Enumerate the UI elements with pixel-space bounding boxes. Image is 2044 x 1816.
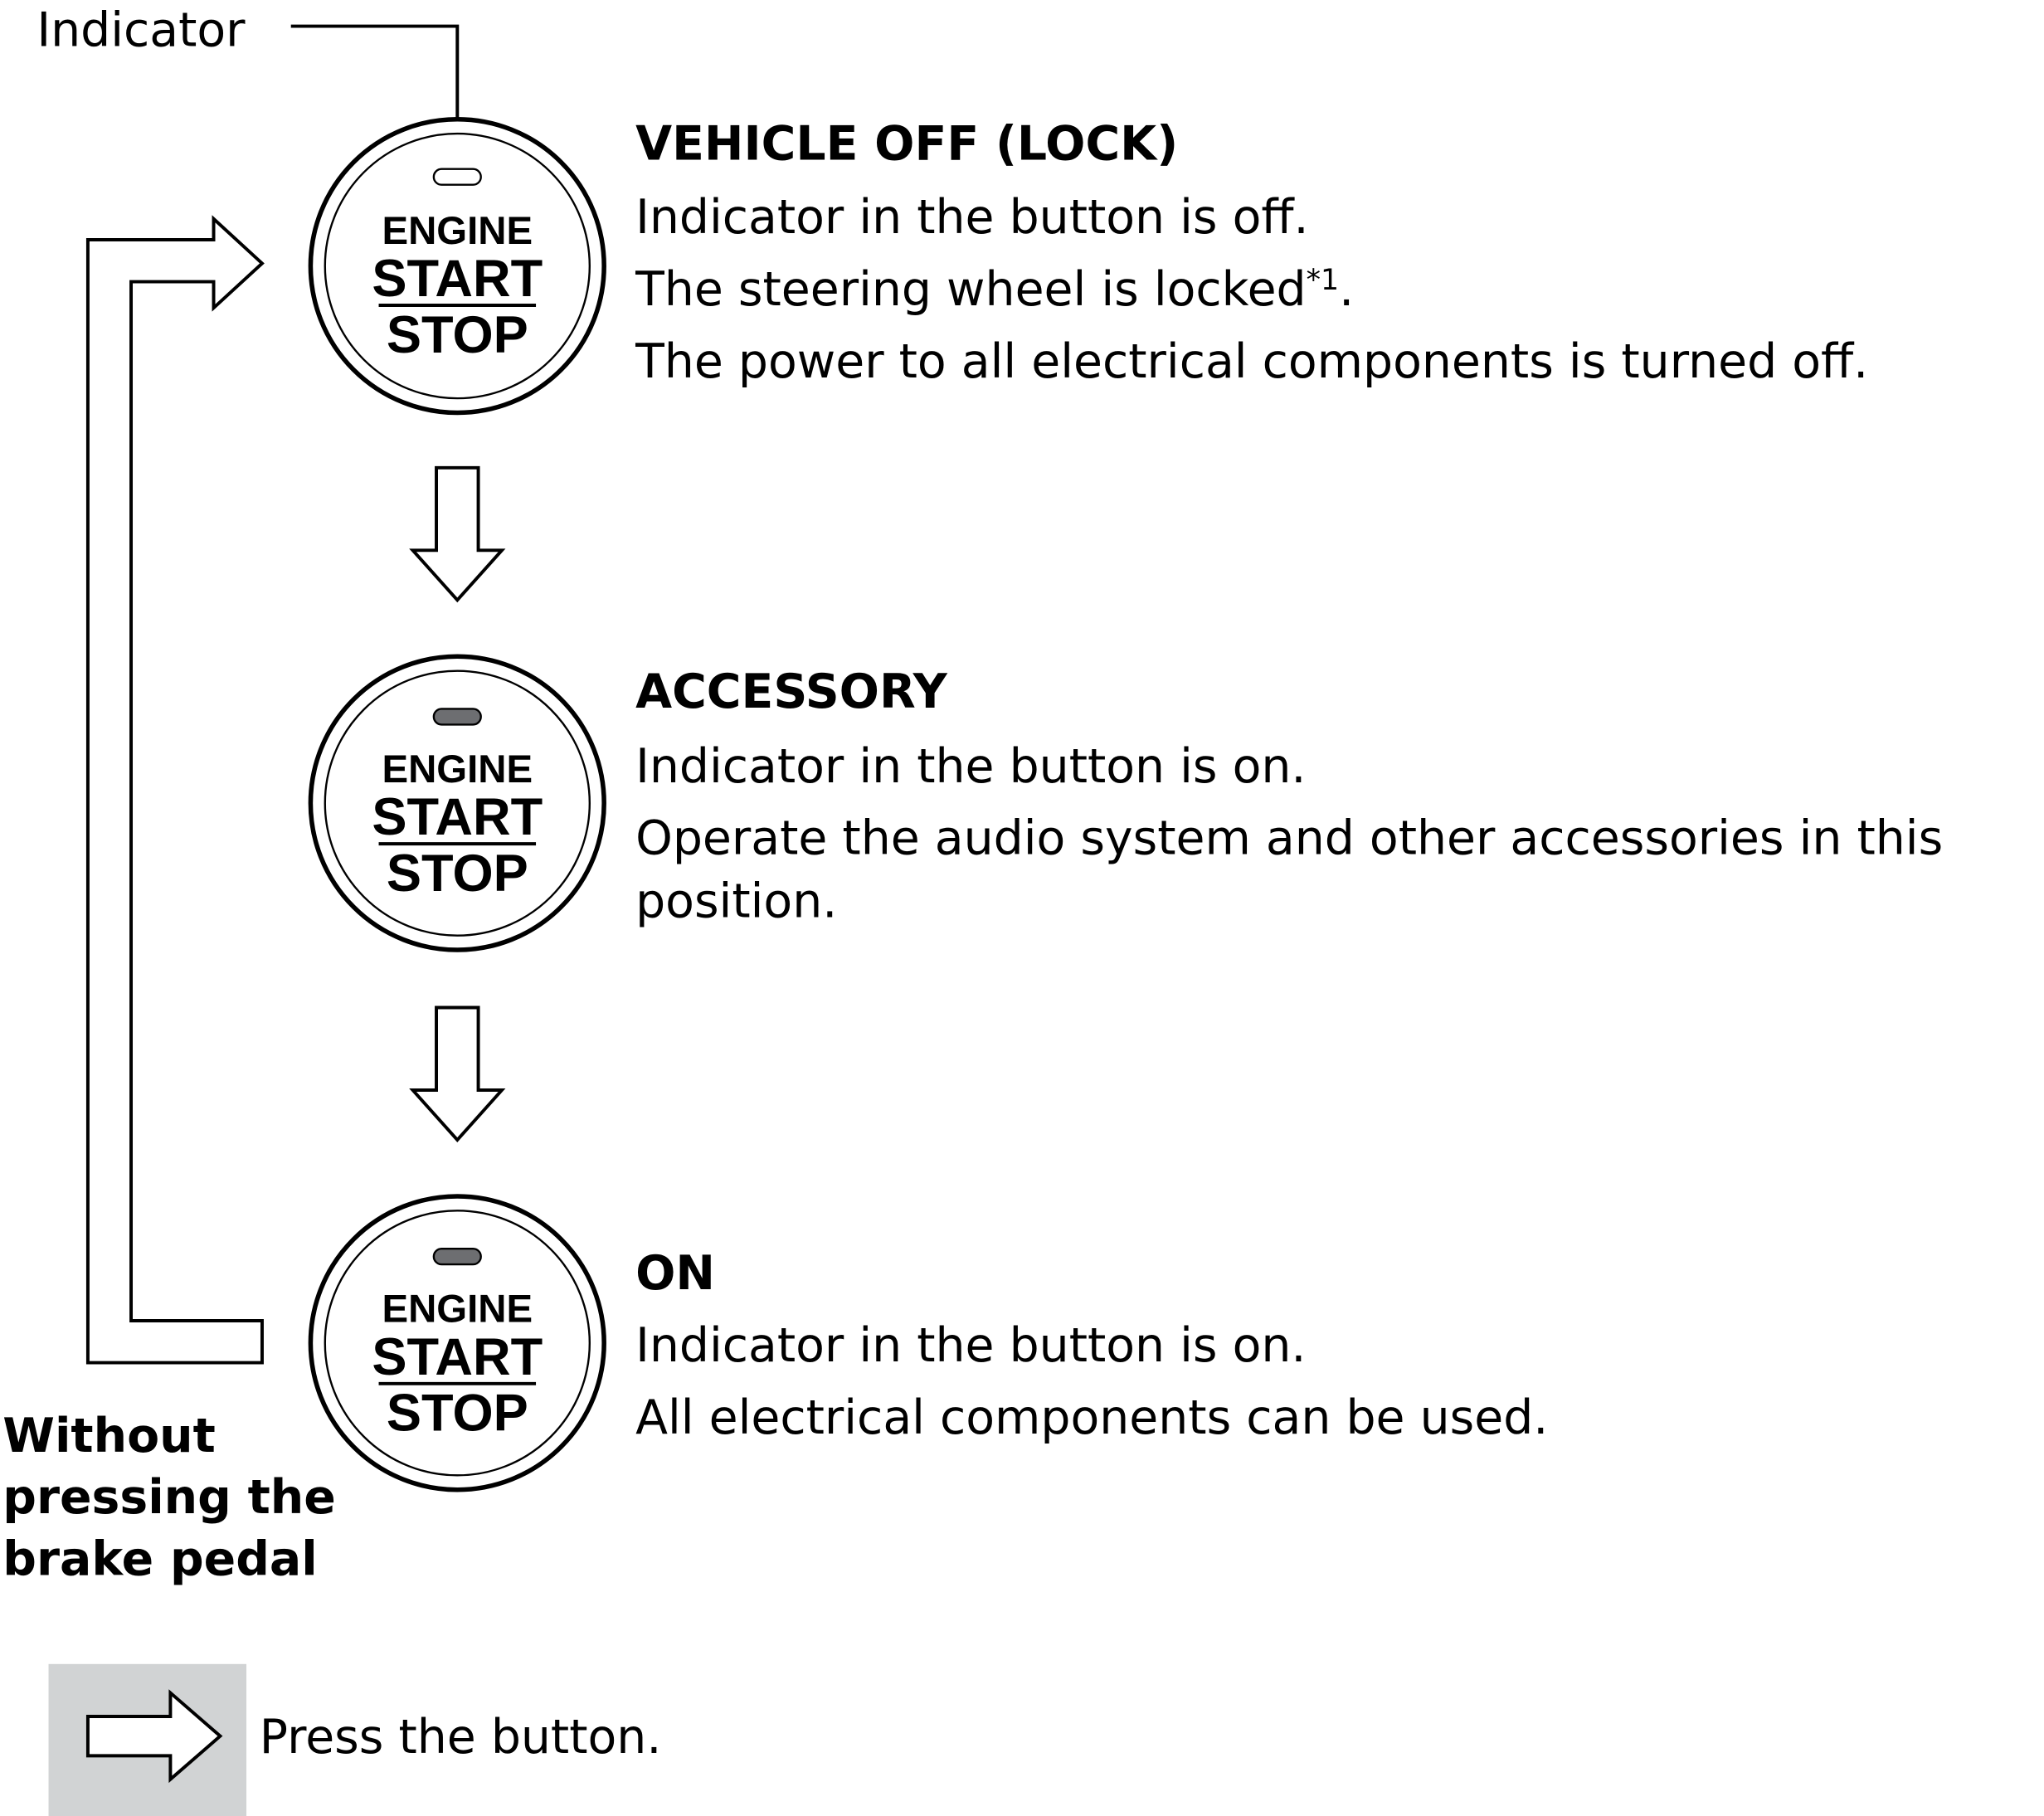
button-engine-text: ENGINE <box>382 747 533 791</box>
state-description-line: The power to all electrical components i… <box>635 334 1868 389</box>
indicator-label: Indicator <box>36 2 246 57</box>
button-stop-text: STOP <box>387 306 528 364</box>
loop-back-arrow-icon <box>85 215 265 1365</box>
engine-start-stop-button-accessory: ENGINE START STOP <box>308 654 606 952</box>
button-engine-text: ENGINE <box>382 1288 533 1332</box>
state-description-line: Indicator in the button is on. <box>635 1318 1306 1373</box>
indicator-light-on <box>432 1247 482 1266</box>
loop-label-line: brake pedal <box>2 1531 317 1586</box>
button-start-text: START <box>372 1328 543 1386</box>
footnote-tail: . <box>1339 262 1354 317</box>
state-description-line: Indicator in the button is off. <box>635 190 1309 245</box>
indicator-leader-line <box>290 24 460 158</box>
loop-label-line: Without <box>2 1409 216 1463</box>
indicator-light-on <box>432 708 482 726</box>
steering-lock-text: The steering wheel is locked <box>635 262 1307 317</box>
loop-label-line: pressing the <box>2 1470 336 1525</box>
button-start-text: START <box>372 250 543 308</box>
state-title-accessory: ACCESSORY <box>635 665 948 719</box>
state-description-line: Indicator in the button is on. <box>635 739 1306 794</box>
engine-start-stop-button-off: ENGINE START STOP <box>308 116 606 416</box>
legend: Press the button. <box>48 1663 662 1816</box>
state-description-line: The steering wheel is locked*1. <box>635 262 1354 317</box>
button-engine-text: ENGINE <box>382 209 533 253</box>
state-title-vehicle-off: VEHICLE OFF (LOCK) <box>635 117 1178 172</box>
button-stop-text: STOP <box>387 1385 528 1443</box>
state-description-line: position. <box>635 874 837 929</box>
down-arrow-icon <box>409 465 506 603</box>
button-stop-text: STOP <box>387 845 528 903</box>
indicator-light-off <box>432 168 482 186</box>
legend-text: Press the button. <box>260 1710 662 1765</box>
button-start-text: START <box>372 788 543 846</box>
footnote-mark: *1 <box>1307 264 1339 297</box>
down-arrow-icon <box>409 1005 506 1143</box>
state-description-line: All electrical components can be used. <box>635 1390 1548 1445</box>
state-title-on: ON <box>635 1246 715 1301</box>
engine-start-stop-button-on: ENGINE START STOP <box>308 1194 606 1492</box>
right-arrow-icon <box>85 1689 223 1784</box>
state-description-line: Operate the audio system and other acces… <box>635 811 1943 866</box>
